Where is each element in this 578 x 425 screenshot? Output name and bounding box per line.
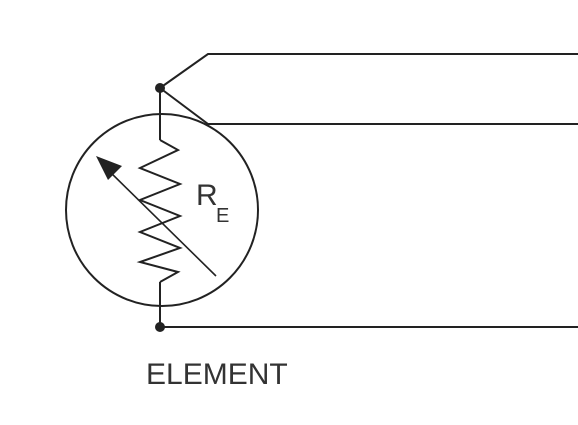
element-enclosure-circle [65, 113, 259, 307]
resistor-zigzag [136, 139, 183, 283]
lead-wire-1 [159, 53, 578, 89]
lead-wire-2 [159, 87, 578, 125]
resistor-subscript: E [216, 205, 229, 227]
bottom-junction-dot [155, 322, 165, 332]
element-label: ELEMENT [146, 358, 288, 391]
variable-arrow-icon [96, 156, 122, 180]
variable-arrow-line [103, 165, 217, 277]
top-junction-dot [155, 83, 165, 93]
resistor-label: R [196, 179, 218, 212]
